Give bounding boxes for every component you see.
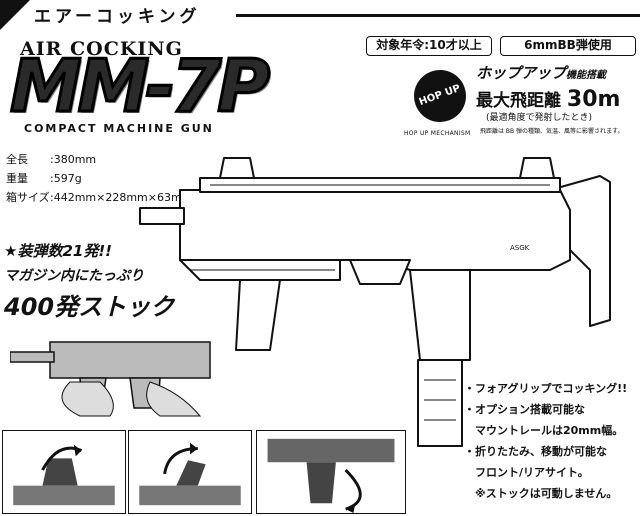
hopup-logo-icon: HOP UP [406, 62, 474, 130]
hopup-title: ホップアップ機能搭載 [476, 62, 606, 83]
gun-barrel [139, 207, 185, 225]
feature-item: ・オプション搭載可能な [464, 403, 585, 416]
spec-row-box: 箱サイズ :442mm×228mm×63mm [6, 188, 192, 207]
hopup-title-small: 機能搭載 [566, 70, 607, 81]
gun-trigger-guard [349, 259, 411, 285]
spec-value: :597g [50, 172, 82, 185]
spec-value: :380mm [50, 153, 97, 166]
photo-rear-sight [128, 430, 252, 514]
header-rule [236, 14, 640, 17]
promo-line-3: 400発ストック [4, 293, 175, 321]
product-logo: AIR COCKING MM-7P COMPACT MACHINE GUN [8, 38, 370, 138]
photo-front-sight [2, 430, 126, 514]
feature-list: ・フォアグリップでコッキング!! ・オプション搭載可能な マウントレールは20m… [464, 378, 640, 504]
spec-key: 重量 [6, 172, 28, 185]
spec-row-length: 全長 :380mm [6, 150, 192, 169]
range-label: 最大飛距離 30m [476, 86, 620, 112]
capacity-promo: ★装弾数21発!! マガジン内にたっぷり 400発ストック [4, 240, 204, 322]
promo-line-1: ★装弾数21発!! [4, 242, 113, 260]
range-value: 30m [566, 87, 621, 112]
feature-item: マウントレールは20mm幅。 [464, 424, 624, 437]
feature-item: ※ストックは可動しません。 [464, 487, 618, 500]
logo-sub-text: COMPACT MACHINE GUN [24, 122, 214, 135]
range-note: (最適角度で発射したとき) [486, 113, 593, 123]
gun-front-sight [219, 157, 255, 179]
gun-marking: ASGK [510, 244, 530, 252]
gun-pistol-grip [409, 269, 471, 361]
range-label-text: 最大飛距離 [476, 91, 561, 111]
range-disclaimer: 飛距離は BB 弾の種類、気温、風等に影響されます。 [480, 128, 624, 135]
logo-small-text: AIR COCKING [20, 38, 183, 60]
feature-item: ・フォアグリップでコッキング!! [464, 382, 628, 395]
hopup-title-main: ホップアップ [476, 64, 567, 82]
curved-arrow-icon [344, 469, 362, 511]
hopup-caption: HOP UP MECHANISM [404, 130, 471, 137]
hand-left-icon [61, 381, 114, 417]
gun-rear-sight [519, 157, 555, 179]
gun-foregrip [235, 279, 281, 351]
gun-magazine [417, 359, 463, 447]
header-triangle [0, 0, 30, 30]
spec-key: 全長 [6, 153, 28, 166]
bb-badge: 6mmBB弾使用 [500, 36, 636, 56]
gun-handling-photo [10, 341, 211, 417]
feature-item: ・折りたたみ、移動が可能な [464, 445, 607, 458]
spec-key: 箱サイズ [6, 191, 50, 204]
spec-value: :442mm×228mm×63mm [50, 191, 193, 204]
spec-row-weight: 重量 :597g [6, 169, 192, 188]
promo-line-2: マガジン内にたっぷり [4, 268, 144, 284]
spec-list: 全長 :380mm 重量 :597g 箱サイズ :442mm×228mm×63m… [6, 150, 192, 207]
header-bar: エアーコッキング [0, 0, 640, 30]
gun-main-illustration: ASGK [139, 157, 611, 447]
age-badge: 対象年令:10才以上 [366, 36, 492, 56]
header-title: エアーコッキング [34, 7, 201, 27]
photo-foregrip [256, 430, 406, 514]
feature-item: フロント/リアサイト。 [464, 466, 589, 479]
logo-main-text: MM-7P [8, 43, 271, 130]
hand-right-icon [146, 381, 202, 417]
gun-receiver [179, 189, 571, 271]
